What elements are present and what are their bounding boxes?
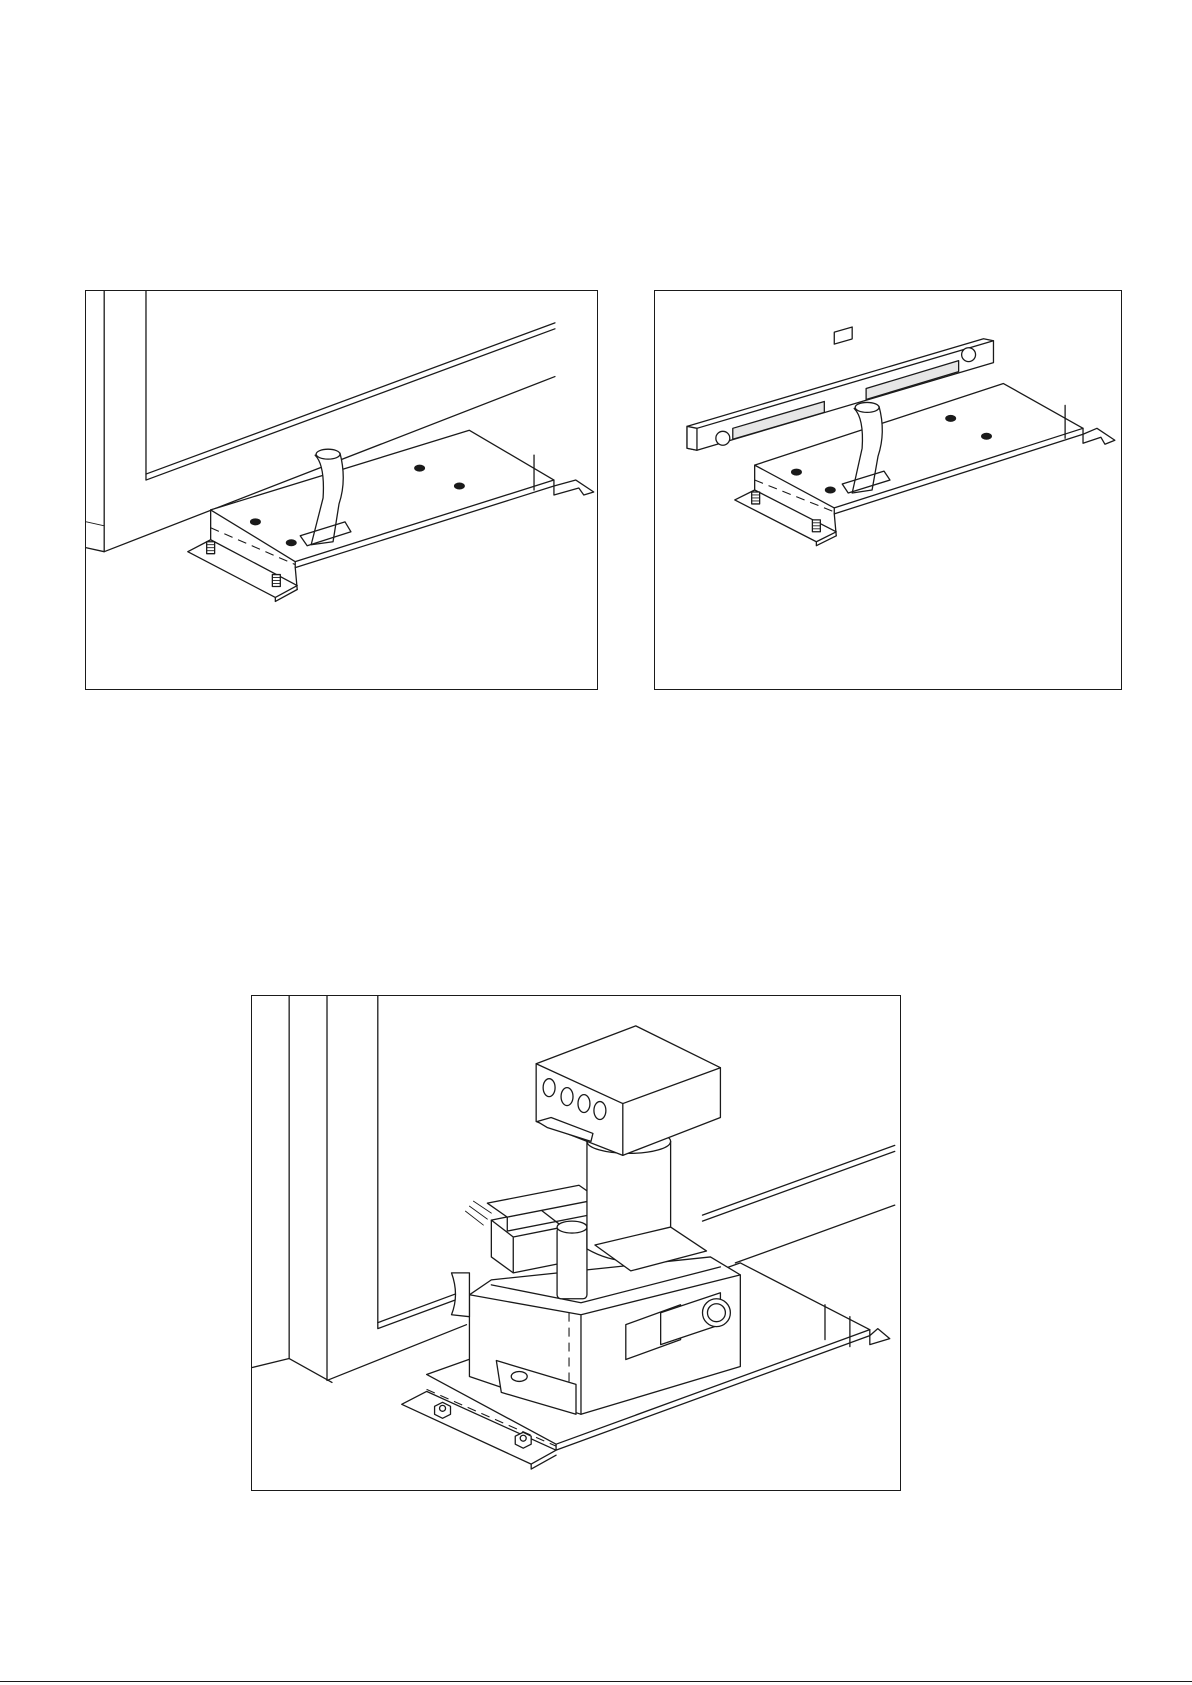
- figure-base-plate-under-gate: [85, 290, 598, 690]
- base-plate-with-level-icon: [655, 291, 1121, 689]
- figure-base-plate-with-level: [654, 290, 1122, 690]
- figure-hydraulic-operator-installed: [251, 995, 901, 1491]
- hydraulic-operator-installed-icon: [252, 996, 900, 1490]
- base-plate-under-gate-icon: [86, 291, 597, 689]
- page-bottom-rule: [0, 1681, 1192, 1682]
